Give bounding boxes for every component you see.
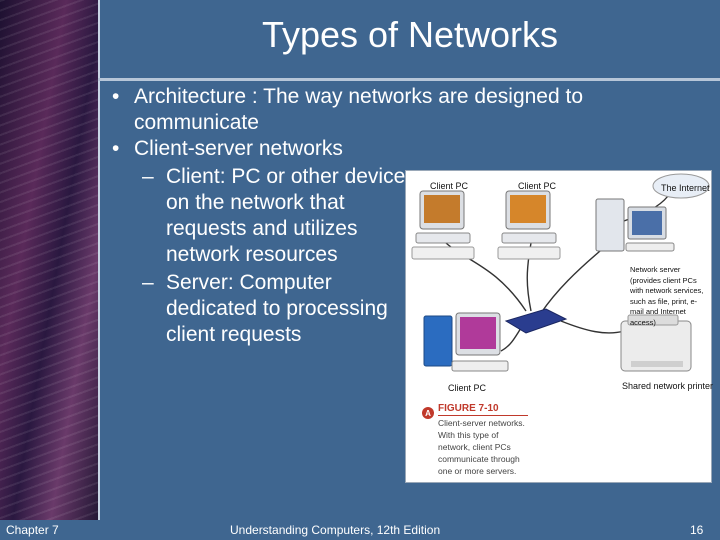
label-network-server: Network server (provides client PCs with… xyxy=(630,265,704,327)
network-figure: A Client PC Client PC The Internet Netwo… xyxy=(405,170,714,483)
label-client-pc-3: Client PC xyxy=(448,383,487,393)
client-pc-icon xyxy=(497,190,561,260)
sub-bullet-client: – Client: PC or other device on the netw… xyxy=(108,164,406,268)
sub-bullet-text: Server: Computer dedicated to processing… xyxy=(166,271,388,346)
slide-footer: Chapter 7 Understanding Computers, 12th … xyxy=(0,520,720,540)
network-diagram: A xyxy=(411,173,710,419)
slide-body: • Architecture : The way networks are de… xyxy=(108,84,668,348)
internet-cloud-icon xyxy=(652,173,710,199)
title-divider xyxy=(98,78,720,81)
vertical-divider xyxy=(98,0,100,520)
label-shared-printer: Shared network printer xyxy=(622,381,714,391)
label-client-pc-1: Client PC xyxy=(430,181,469,191)
bullet-client-server: • Client-server networks xyxy=(108,136,668,162)
label-client-pc-2: Client PC xyxy=(518,181,557,191)
figure-badge-icon: A xyxy=(422,407,434,419)
figure-caption-rule xyxy=(438,415,528,416)
client-pc-icon xyxy=(411,190,475,260)
sub-bullet-dash: – xyxy=(142,271,154,294)
bullet-dot: • xyxy=(112,85,120,108)
network-hub-icon xyxy=(504,308,568,334)
sub-bullet-text: Client: PC or other device on the networ… xyxy=(166,165,406,266)
bullet-text: Client-server networks xyxy=(134,137,343,160)
bullet-dot: • xyxy=(112,137,120,160)
footer-page-number: 16 xyxy=(690,523,704,537)
sub-bullet-dash: – xyxy=(142,165,154,188)
svg-text:A: A xyxy=(425,409,431,418)
shared-printer-icon xyxy=(620,314,692,372)
label-internet: The Internet xyxy=(661,183,710,193)
bullet-architecture: • Architecture : The way networks are de… xyxy=(108,84,668,136)
slide-title: Types of Networks xyxy=(261,14,559,55)
client-pc-icon xyxy=(423,312,509,372)
sub-bullet-server: – Server: Computer dedicated to processi… xyxy=(108,270,406,348)
footer-chapter: Chapter 7 xyxy=(6,523,59,537)
network-server-icon xyxy=(595,198,675,252)
footer-book-title: Understanding Computers, 12th Edition xyxy=(230,523,441,537)
figure-caption-body: Client-server networks. With this type o… xyxy=(438,418,525,476)
bullet-text: Architecture : The way networks are desi… xyxy=(134,85,584,134)
decorative-side-panel xyxy=(0,0,98,520)
figure-caption-title: FIGURE 7-10 xyxy=(438,403,499,414)
